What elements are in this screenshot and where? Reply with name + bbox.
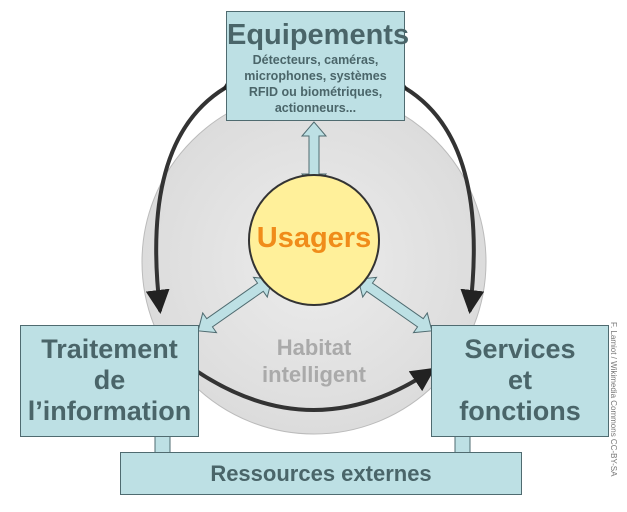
ressources-box: Ressources externes [120,452,522,495]
traitement-line3: l’information [27,396,192,426]
ressources-label: Ressources externes [210,461,432,486]
services-line2: et [507,365,532,395]
services-box: Services et fonctions [431,325,609,437]
habitat-line1: Habitat [276,335,352,360]
services-line3: fonctions [459,396,581,426]
equipements-title: Equipements [227,19,410,51]
traitement-line2: de [93,365,126,395]
traitement-box: Traitement de l’information [20,325,199,437]
arrow-equip-traitement [145,67,249,314]
usagers-circle [248,174,380,306]
traitement-line1: Traitement [41,334,178,364]
habitat-label: Habitat intelligent [234,334,394,388]
equipements-subtitle: Détecteurs, caméras, microphones, systèm… [244,53,387,115]
arrow-traitement-services [171,348,436,412]
credit-text: F. Lamiot / Wikimedia Commons CC-BY-SA [609,322,618,477]
equipements-box: Equipements Détecteurs, caméras, microph… [226,11,410,121]
arrow-equip-services [381,67,485,314]
services-line1: Services [464,334,576,364]
habitat-line2: intelligent [262,362,366,387]
usagers-label: Usagers [256,222,372,254]
